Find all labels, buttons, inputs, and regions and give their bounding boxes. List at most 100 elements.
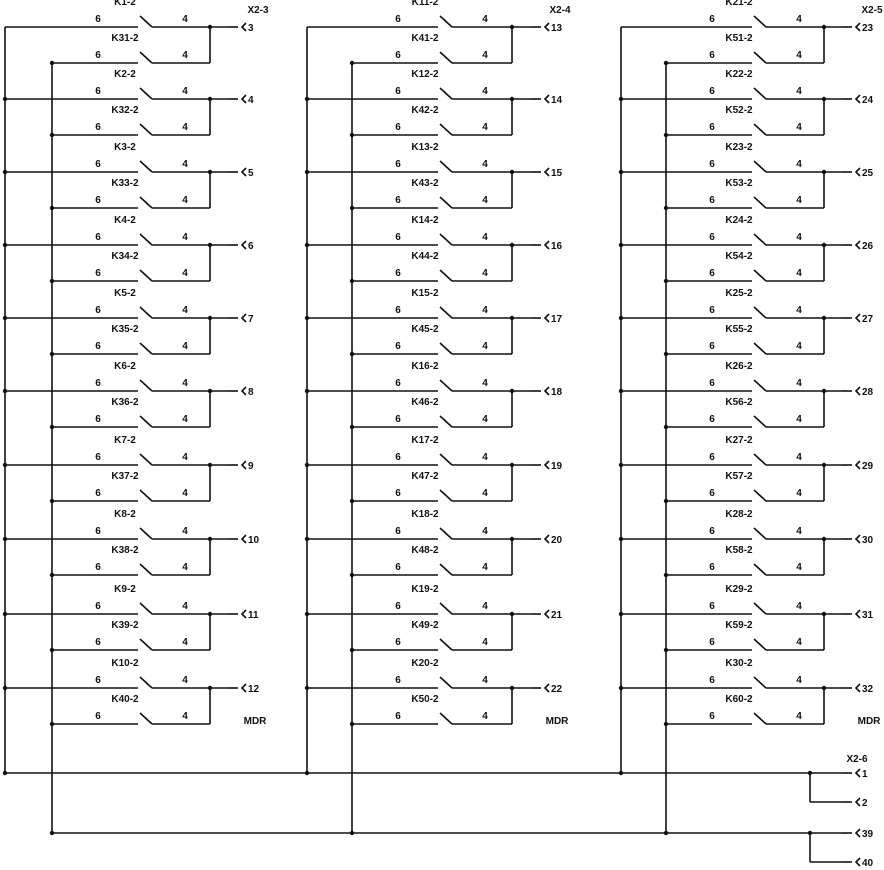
relay-contact-label: K59-2 (725, 620, 753, 631)
connector-pin-icon (240, 386, 247, 396)
contact-pin-4: 4 (182, 14, 188, 25)
connector-pin-icon (543, 167, 550, 177)
junction-dot (663, 351, 669, 357)
connector-pin-icon (854, 609, 861, 619)
contact-pin-4: 4 (482, 341, 488, 352)
contact-pin-4: 4 (182, 711, 188, 722)
junction-dot (663, 424, 669, 430)
junction-dot (349, 572, 355, 578)
contact-pin-6: 6 (95, 14, 101, 25)
contact-blade (139, 453, 153, 466)
contact-pin-6: 6 (95, 637, 101, 648)
contact-pin-6: 6 (709, 232, 715, 243)
relay-contact-label: K6-2 (114, 361, 136, 372)
junction-dot (2, 169, 8, 175)
terminal-label: 39 (862, 829, 874, 840)
contact-pin-6: 6 (395, 232, 401, 243)
contact-pin-4: 4 (796, 268, 802, 279)
contact-blade (139, 15, 153, 28)
junction-dot (618, 536, 624, 542)
contact-pin-6: 6 (395, 526, 401, 537)
contact-pin-4: 4 (482, 601, 488, 612)
contact-pin-6: 6 (95, 526, 101, 537)
junction-dot (663, 60, 669, 66)
contact-pin-6: 6 (395, 675, 401, 686)
junction-dot (663, 498, 669, 504)
connector-pin-icon (854, 534, 861, 544)
relay-contact-label: K58-2 (725, 545, 753, 556)
contact-pin-6: 6 (395, 452, 401, 463)
contact-pin-6: 6 (95, 601, 101, 612)
contact-blade (753, 527, 767, 540)
contact-blade (753, 415, 767, 428)
contact-pin-4: 4 (182, 378, 188, 389)
contact-blade (139, 233, 153, 246)
contact-blade (753, 87, 767, 100)
contact-blade (439, 489, 453, 502)
contact-pin-4: 4 (796, 526, 802, 537)
junction-dot (618, 242, 624, 248)
contact-pin-4: 4 (796, 159, 802, 170)
relay-contact-label: K37-2 (111, 471, 139, 482)
connector-pin-icon (240, 240, 247, 250)
relay-contact-label: K19-2 (411, 584, 439, 595)
contact-blade (753, 51, 767, 64)
contact-pin-6: 6 (95, 195, 101, 206)
connector-pin-icon (543, 460, 550, 470)
contact-pin-4: 4 (796, 637, 802, 648)
junction-dot (304, 611, 310, 617)
junction-dot (304, 96, 310, 102)
terminal-label: 10 (248, 535, 260, 546)
connector-pin-icon (240, 94, 247, 104)
relay-contact-label: K9-2 (114, 584, 136, 595)
contact-pin-6: 6 (709, 711, 715, 722)
contact-blade (139, 342, 153, 355)
connector-pin-icon (854, 828, 861, 838)
relay-contact-label: K13-2 (411, 142, 439, 153)
relay-contact-label: K60-2 (725, 694, 753, 705)
contact-blade (139, 379, 153, 392)
contact-pin-4: 4 (482, 14, 488, 25)
junction-dot (349, 424, 355, 430)
relay-contact-label: K2-2 (114, 69, 136, 80)
relay-contact-label: K23-2 (725, 142, 753, 153)
relay-contact-label: K3-2 (114, 142, 136, 153)
contact-pin-6: 6 (95, 675, 101, 686)
contact-pin-6: 6 (709, 195, 715, 206)
contact-blade (139, 602, 153, 615)
relay-contact-label: K17-2 (411, 435, 439, 446)
contact-pin-6: 6 (395, 122, 401, 133)
contact-blade (439, 306, 453, 319)
relay-contact-label: K32-2 (111, 105, 139, 116)
contact-pin-6: 6 (395, 711, 401, 722)
terminal-label: 5 (248, 168, 254, 179)
junction-dot (349, 205, 355, 211)
relay-contact-label: K35-2 (111, 324, 139, 335)
junction-dot (663, 721, 669, 727)
junction-dot (663, 647, 669, 653)
contact-blade (439, 15, 453, 28)
terminal-label: 3 (248, 23, 254, 34)
contact-blade (439, 563, 453, 576)
junction-dot (49, 205, 55, 211)
contact-pin-6: 6 (95, 268, 101, 279)
relay-contact-label: K25-2 (725, 288, 753, 299)
relay-contact-label: K43-2 (411, 178, 439, 189)
contact-blade (139, 306, 153, 319)
connector-pin-icon (854, 94, 861, 104)
relay-contact-label: K52-2 (725, 105, 753, 116)
junction-dot (349, 60, 355, 66)
terminal-label: 6 (248, 241, 254, 252)
relay-contact-label: K38-2 (111, 545, 139, 556)
contact-pin-4: 4 (482, 378, 488, 389)
contact-blade (439, 638, 453, 651)
contact-pin-4: 4 (182, 601, 188, 612)
contact-pin-4: 4 (482, 562, 488, 573)
junction-dot (349, 498, 355, 504)
connector-pin-icon (543, 386, 550, 396)
contact-pin-4: 4 (482, 122, 488, 133)
relay-contact-label: K29-2 (725, 584, 753, 595)
contact-pin-4: 4 (482, 268, 488, 279)
contact-pin-6: 6 (709, 50, 715, 61)
